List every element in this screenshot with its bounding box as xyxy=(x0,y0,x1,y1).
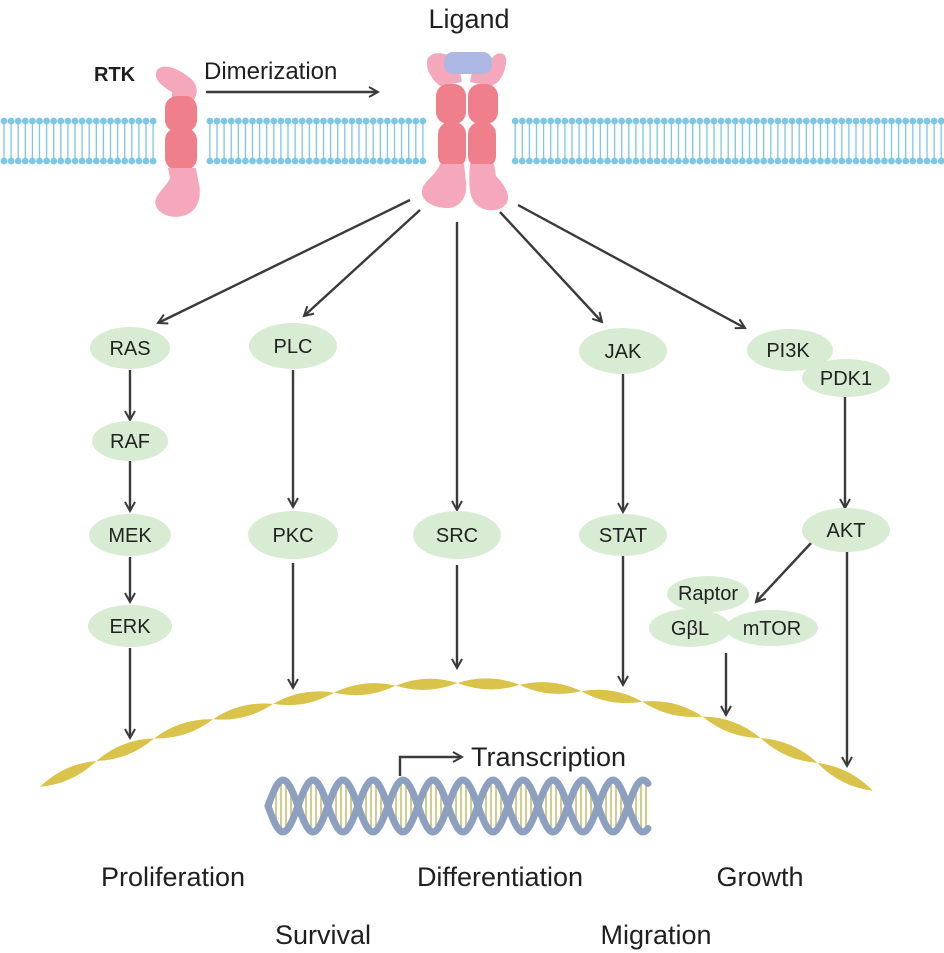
node-mtor: mTOR xyxy=(726,610,818,646)
node-src: SRC xyxy=(413,511,501,559)
node-pi3k: PI3K xyxy=(747,329,833,371)
rtk-dimer-left-tm-upper xyxy=(436,84,466,124)
arrow-receptor-pi3k xyxy=(517,203,745,328)
cell-membrane xyxy=(0,117,944,165)
node-pkc: PKC xyxy=(248,511,338,559)
node-stat-label: STAT xyxy=(599,525,647,547)
node-src-label: SRC xyxy=(436,525,478,547)
dna-double-helix xyxy=(264,776,652,836)
node-akt-label: AKT xyxy=(827,520,866,542)
rtk-monomer xyxy=(155,66,200,217)
outcome-survival: Survival xyxy=(275,920,371,950)
node-pdk1-label: PDK1 xyxy=(820,368,872,390)
node-stat: STAT xyxy=(579,514,667,556)
transcription-arrow xyxy=(398,757,462,776)
node-plc: PLC xyxy=(249,323,337,369)
cellular-outcomes: Proliferation Differentiation Growth Sur… xyxy=(101,862,804,950)
node-pi3k-label: PI3K xyxy=(766,340,810,362)
node-mek-label: MEK xyxy=(108,525,152,547)
ligand-shape xyxy=(444,52,492,74)
signaling-nodes: RAS RAF MEK ERK PLC PKC SRC JAK xyxy=(88,323,890,647)
node-raptor: Raptor xyxy=(667,576,749,612)
node-raf-label: RAF xyxy=(110,431,150,453)
outcome-migration: Migration xyxy=(600,920,711,950)
node-gbl: GβL xyxy=(649,609,731,647)
node-raf: RAF xyxy=(92,421,168,461)
node-erk-label: ERK xyxy=(109,616,151,638)
rtk-dimer-left-tm-lower xyxy=(438,122,466,168)
node-mtor-label: mTOR xyxy=(743,618,802,640)
pathway-arrows xyxy=(130,198,847,766)
node-jak-label: JAK xyxy=(605,341,642,363)
rtk-dimer xyxy=(421,52,509,211)
node-erk: ERK xyxy=(88,605,172,647)
ligand-label: Ligand xyxy=(428,4,509,34)
node-mek: MEK xyxy=(89,514,171,556)
arrow-receptor-ras xyxy=(158,198,411,323)
node-ras-label: RAS xyxy=(109,338,150,360)
node-plc-label: PLC xyxy=(274,336,313,358)
node-pkc-label: PKC xyxy=(272,525,313,547)
outcome-differentiation: Differentiation xyxy=(417,862,583,892)
node-gbl-label: GβL xyxy=(671,618,709,640)
node-pdk1: PDK1 xyxy=(802,359,890,397)
arrow-akt-mtorc xyxy=(756,541,813,602)
rtk-dimer-right-tm-upper xyxy=(468,84,498,124)
rtk-transmembrane-upper xyxy=(165,96,197,132)
outcome-growth: Growth xyxy=(716,862,803,892)
node-raptor-label: Raptor xyxy=(678,583,738,605)
transcription-label: Transcription xyxy=(471,742,626,772)
rtk-dimer-right-icd xyxy=(469,164,509,211)
lipid-tails xyxy=(3,124,942,158)
node-jak: JAK xyxy=(579,328,667,374)
node-ras: RAS xyxy=(90,327,170,369)
rtk-dimer-left-icd xyxy=(421,164,467,208)
rtk-label: RTK xyxy=(94,64,136,86)
outcome-proliferation: Proliferation xyxy=(101,862,245,892)
arrow-receptor-plc xyxy=(304,209,421,316)
dimerization-label: Dimerization xyxy=(204,58,337,85)
rtk-transmembrane-lower xyxy=(165,128,197,170)
rtk-dimer-right-tm-lower xyxy=(468,122,496,168)
lipid-heads xyxy=(0,117,944,165)
nuclear-envelope xyxy=(40,678,873,791)
node-akt: AKT xyxy=(802,508,890,552)
arrow-receptor-jak xyxy=(499,211,602,322)
rtk-intracellular-domain xyxy=(155,168,200,217)
